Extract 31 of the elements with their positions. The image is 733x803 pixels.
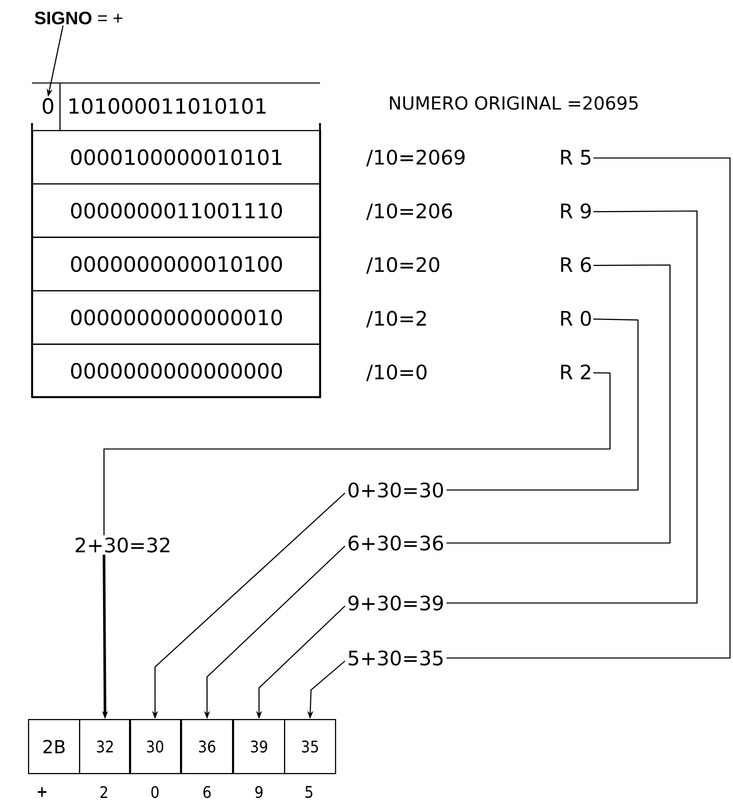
formula-text: 6+30=36: [348, 535, 444, 551]
formula-text: 5+30=35: [348, 650, 443, 666]
memory-cell: 35: [284, 719, 336, 774]
formula-text: 2+30=32: [76, 537, 170, 553]
division-step: /10=2 R 0: [366, 310, 591, 328]
register-row: 0000000000000000: [32, 344, 322, 398]
memory-cell: 39: [233, 719, 286, 774]
digit-label: 6: [203, 786, 211, 798]
number-caption: NUMERO ORIGINAL =20695: [390, 96, 638, 110]
digit-label: 2: [100, 786, 108, 798]
sign-label: SIGNO = +: [34, 12, 122, 24]
register-row: 0000000000010100: [32, 236, 322, 292]
sign-bit: 0: [42, 98, 54, 114]
register-row: 0000000011001110: [32, 183, 322, 238]
digit-label: +: [38, 787, 46, 797]
formula-text: 9+30=39: [348, 595, 443, 611]
digit-label: 0: [151, 786, 159, 798]
memory-cell: 30: [129, 719, 182, 774]
memory-cell: 36: [181, 719, 234, 774]
digit-label: 9: [255, 786, 263, 798]
memory-cell: 2B: [28, 719, 80, 774]
bit-string: 101000011010101: [70, 98, 266, 114]
division-step: /10=2069 R 5: [366, 150, 590, 166]
division-step: /10=206 R 9: [366, 203, 591, 220]
formula-text: 0+30=30: [348, 482, 443, 498]
memory-cell: 32: [79, 719, 132, 774]
register-row: 0000100000010101: [32, 130, 322, 184]
register-row: 0000000000000010: [32, 290, 322, 345]
digit-label: 5: [306, 786, 312, 798]
division-step: /10=20 R 6: [366, 257, 591, 274]
division-step: /10=0 R 2: [366, 364, 590, 382]
